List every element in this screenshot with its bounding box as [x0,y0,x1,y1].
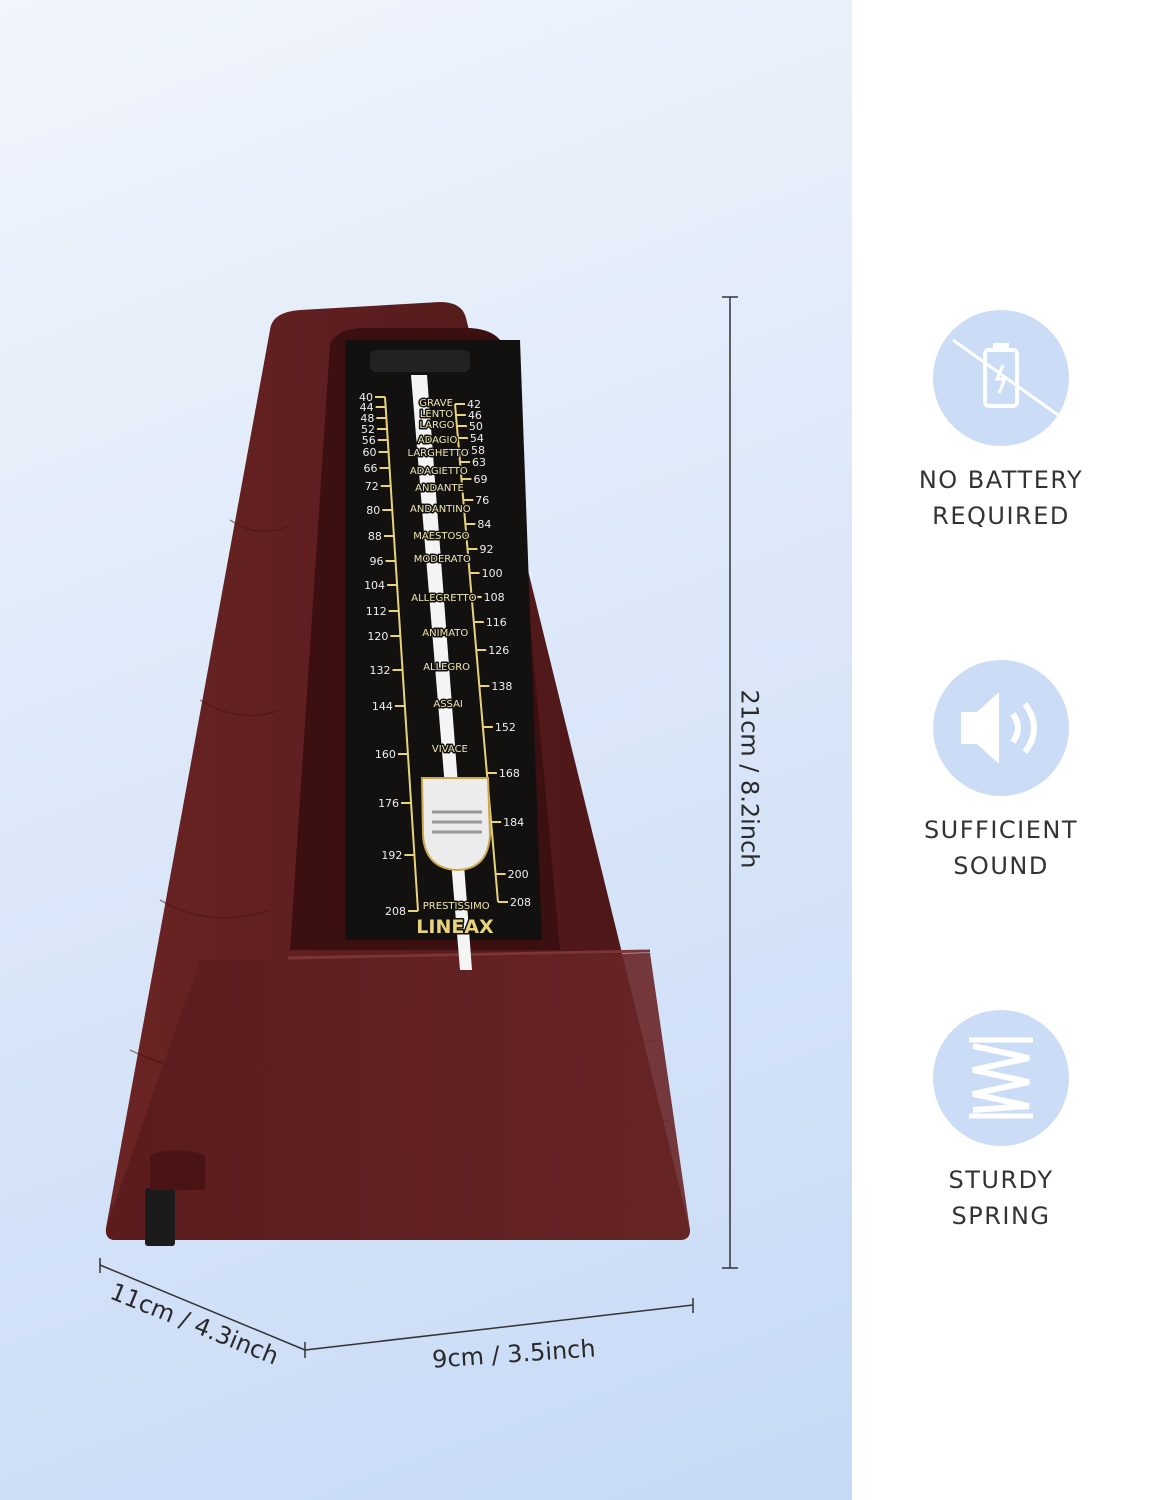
scale-label-right: 58 [471,444,485,457]
scale-label-left: 80 [366,504,380,517]
tempo-name: LENTO [420,409,453,420]
scale-label-left: 66 [364,462,378,475]
tempo-name: LARGO [419,420,454,431]
scale-label-right: 116 [486,616,507,629]
scale-label-right: 126 [488,644,509,657]
tempo-name: GRAVE [419,398,453,409]
spring-icon [933,1010,1069,1146]
brand-logo: LINEAX [416,916,494,938]
scale-label-left: 112 [366,605,387,618]
scale-label-right: 42 [467,398,481,411]
feature-no-battery: NO BATTERY REQUIRED [852,310,1150,534]
scale-label-right: 200 [508,868,529,881]
tempo-name: MAESTOSO [413,531,469,542]
tempo-name: ANIMATO [422,628,468,639]
dimension-lines [99,296,738,1358]
scale-label-left: 56 [362,434,376,447]
winding-key[interactable] [145,1188,175,1246]
scale-label-left: 96 [370,555,384,568]
scale-label-right: 84 [477,518,491,531]
scale-label-left: 60 [363,446,377,459]
feature-spring: STURDY SPRING [852,1010,1150,1234]
features-panel: NO BATTERY REQUIRED SUFFICIENT SOUND STURD… [852,0,1150,1500]
feature-label: SUFFICIENT [923,816,1079,844]
feature-label: NO BATTERY [918,466,1084,494]
scale-label-left: 120 [367,630,388,643]
feature-label: SPRING [951,1202,1051,1230]
scale-label-left: 144 [372,700,393,713]
scale-label-left: 104 [364,579,385,592]
feature-label: REQUIRED [932,502,1070,530]
metronome-base [105,953,691,1240]
scale-rail-right [454,403,499,903]
scale-label-right: 184 [503,816,524,829]
scale-label-right: 92 [480,543,494,556]
scale-label-left: 72 [365,480,379,493]
tempo-name: PRESTISSIMO [423,901,490,912]
tempo-name: LARGHETTO [408,448,469,459]
scale-label-right: 69 [473,473,487,486]
scale-label-left: 132 [370,664,391,677]
scale-label-right: 54 [470,432,484,445]
scale-label-right: 138 [491,680,512,693]
feature-label: STURDY [948,1166,1054,1194]
scale-label-right: 46 [468,409,482,422]
tempo-name: ASSAI [433,699,463,710]
pendulum-pivot [370,350,470,372]
scale-label-left: 192 [381,849,402,862]
scale-label-left: 160 [375,748,396,761]
scale-label-right: 108 [484,591,505,604]
scale-label-left: 48 [360,412,374,425]
tempo-name: ALLEGRO [423,662,470,673]
tempo-name: ALLEGRETTO [411,593,476,604]
scale-label-right: 50 [469,420,483,433]
pendulum-weight[interactable] [420,777,492,872]
scale-label-right: 208 [510,896,531,909]
height-dimension-label: 21cm / 8.2inch [735,689,764,869]
scale-label-right: 168 [499,767,520,780]
scale-label-right: 152 [495,721,516,734]
tempo-name: ANDANTINO [410,504,471,515]
feature-label: SOUND [953,852,1049,880]
pendulum-weight-grooves [432,810,482,834]
no-battery-icon [933,310,1069,446]
tempo-name: MODERATO [414,554,471,565]
feature-sound: SUFFICIENT SOUND [852,660,1150,884]
scale-label-left: 44 [360,401,374,414]
tempo-name: ADAGIETTO [410,466,468,477]
speaker-icon [933,660,1069,796]
scale-label-right: 63 [472,456,486,469]
scale-label-left: 40 [359,391,373,404]
scale-label-left: 88 [368,530,382,543]
scale-label-right: 100 [482,567,503,580]
scale-label-right: 76 [475,494,489,507]
tempo-name: VIVACE [432,744,468,755]
scale-label-left: 176 [378,797,399,810]
tempo-name: ANDANTE [415,483,464,494]
scale-label-left: 208 [385,905,406,918]
tempo-name: ADAGIO [418,435,458,446]
scale-label-left: 52 [361,423,375,436]
scale-rail-left [384,396,419,912]
